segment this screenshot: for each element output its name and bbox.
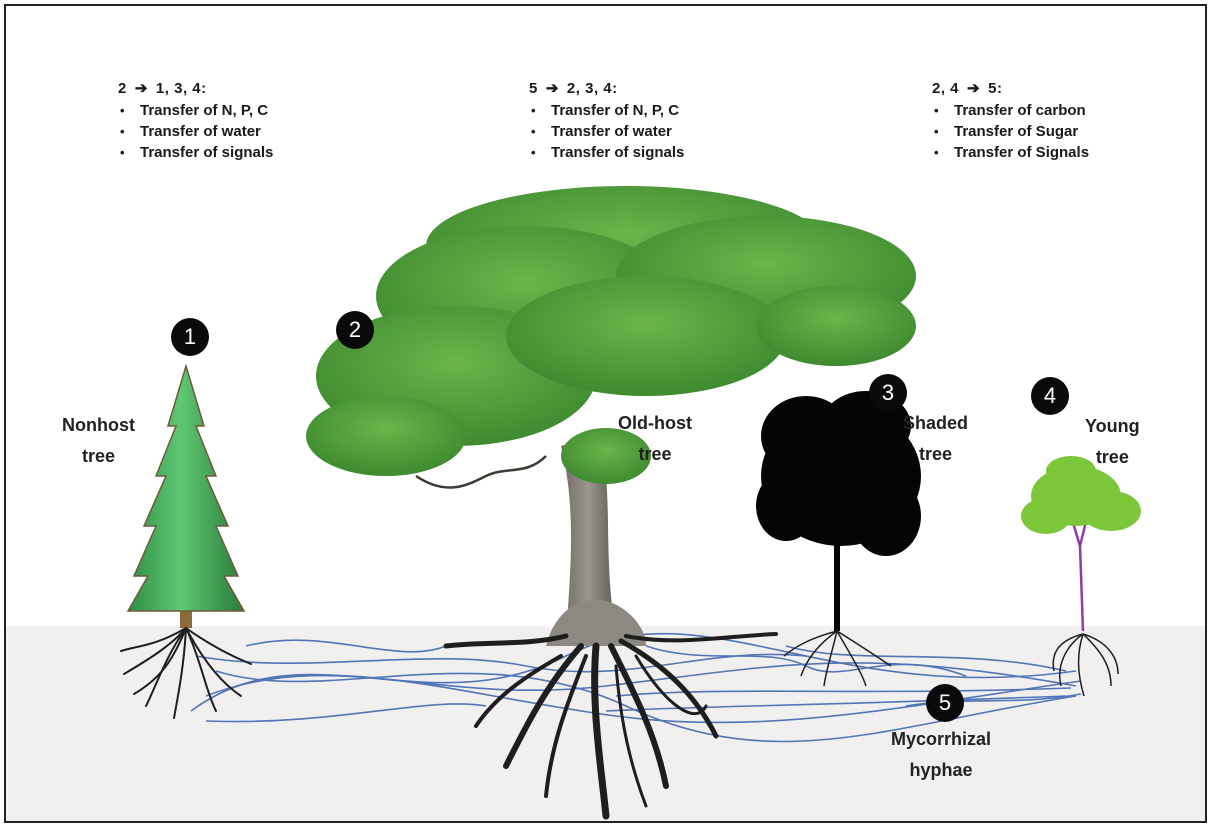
badge-2: 2 [336, 311, 374, 349]
note-source: 2 [118, 80, 127, 97]
label-line: Old-host [618, 413, 692, 433]
label-line: hyphae [909, 760, 973, 780]
transfer-note-2: 2 ➔ 1, 3, 4: Transfer of N, P, C Transfer … [118, 78, 273, 163]
note-heading: 2, 4 ➔ 5: [932, 78, 1089, 99]
label-nonhost-tree: Nonhost tree [62, 410, 135, 472]
label-shaded-tree: Shaded tree [903, 408, 968, 470]
note-item: Transfer of signals [529, 142, 684, 163]
note-targets: 5: [988, 80, 1003, 97]
label-mycorrhizal-hyphae: Mycorrhizal hyphae [891, 724, 991, 786]
badge-3: 3 [869, 374, 907, 412]
arrow-right-icon: ➔ [967, 80, 981, 97]
label-line: tree [81, 446, 115, 466]
note-item: Transfer of signals [118, 142, 273, 163]
hypha-strand [215, 670, 1077, 743]
young-tree [1021, 456, 1141, 697]
hypha-strand [605, 695, 1067, 712]
label-old-host-tree: Old-host tree [618, 408, 692, 470]
note-item: Transfer of N, P, C [529, 100, 684, 121]
note-targets: 1, 3, 4: [155, 80, 207, 97]
arrow-right-icon: ➔ [134, 80, 148, 97]
transfer-note-5: 5 ➔ 2, 3, 4: Transfer of N, P, C Transfer … [529, 78, 684, 163]
scene-illustration [120, 186, 1141, 820]
badge-4: 4 [1031, 377, 1069, 415]
shaded-tree-silhouette [756, 391, 921, 687]
note-item: Transfer of N, P, C [118, 100, 273, 121]
hypha-strand [195, 653, 807, 673]
label-line: Nonhost [62, 415, 135, 435]
label-line: Mycorrhizal [891, 729, 992, 749]
note-item: Transfer of water [529, 121, 684, 142]
note-item: Transfer of carbon [932, 100, 1089, 121]
note-list: Transfer of carbon Transfer of Sugar Tra… [932, 100, 1089, 163]
label-line: tree [638, 444, 672, 464]
note-heading: 2 ➔ 1, 3, 4: [118, 78, 273, 99]
badge-1: 1 [171, 318, 209, 356]
label-line: tree [1095, 447, 1129, 467]
note-item: Transfer of water [118, 121, 273, 142]
note-list: Transfer of N, P, C Transfer of water Tr… [118, 100, 273, 163]
label-line: Shaded [903, 413, 969, 433]
label-line: tree [918, 444, 953, 464]
hypha-strand [245, 639, 447, 653]
nonhost-conifer-tree [120, 363, 252, 719]
hypha-strand [205, 703, 487, 723]
note-list: Transfer of N, P, C Transfer of water Tr… [529, 100, 684, 163]
old-host-tree [306, 186, 916, 820]
transfer-note-2-4: 2, 4 ➔ 5: Transfer of carbon Transfer of S… [932, 78, 1089, 163]
label-line: Young [1085, 416, 1140, 436]
note-source: 5 [529, 80, 538, 97]
note-item: Transfer of Sugar [932, 121, 1089, 142]
arrow-right-icon: ➔ [545, 80, 559, 97]
note-targets: 2, 3, 4: [566, 80, 618, 97]
note-heading: 5 ➔ 2, 3, 4: [529, 78, 684, 99]
badge-5: 5 [926, 684, 964, 722]
note-source: 2, 4 [932, 80, 960, 97]
diagram-frame: 2 ➔ 1, 3, 4: Transfer of N, P, C Transfer … [4, 4, 1207, 823]
note-item: Transfer of Signals [932, 142, 1089, 163]
label-young-tree: Young tree [1085, 411, 1140, 473]
